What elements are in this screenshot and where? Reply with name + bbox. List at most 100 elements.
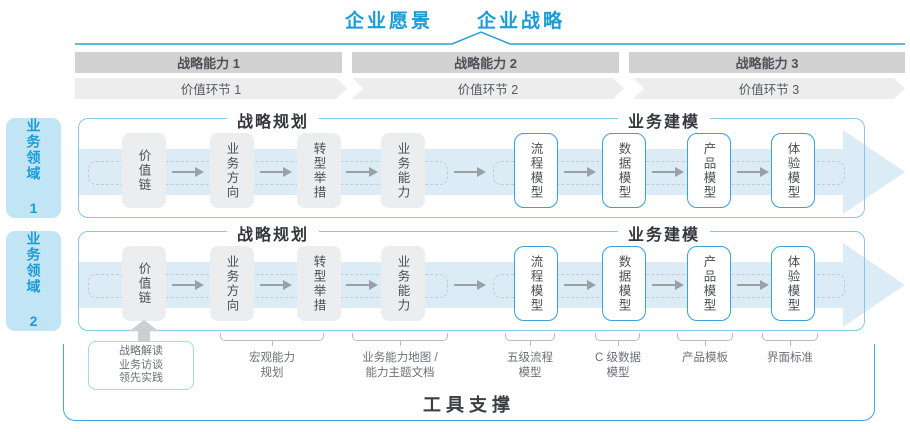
strategic-capability-3-label: 战略能力 3 — [735, 56, 799, 71]
dashed-placeholder-band-modeling — [493, 274, 845, 298]
interface-standard-line: 界面标准 — [767, 352, 813, 364]
product-model-label: 产品模型 — [701, 141, 716, 200]
business-direction-label: 业务方向 — [224, 254, 239, 313]
capability-map-line-2: 能力主题文档 — [365, 367, 435, 379]
brace-product-template — [677, 333, 733, 346]
value-link-3-label: 价值环节 3 — [738, 83, 800, 97]
step-arrow-icon — [564, 280, 596, 290]
lane-border — [78, 118, 865, 218]
value-chain-label: 价值链 — [136, 261, 151, 306]
data-model-label: 数据模型 — [616, 141, 631, 200]
value-chain-box: 价值链 — [122, 246, 166, 321]
data-model-label: 数据模型 — [616, 254, 631, 313]
value-chain-box: 价值链 — [122, 133, 166, 208]
step-arrow-icon — [172, 167, 204, 177]
business-domain-2-card: 业务领域 2 — [6, 231, 61, 331]
brace-capability-map — [352, 333, 448, 346]
value-link-2-label: 价值环节 2 — [457, 83, 519, 97]
process-model-box: 流程模型 — [514, 133, 558, 208]
strategic-capability-bar-2: 战略能力 2 — [352, 52, 619, 73]
value-chain-label: 价值链 — [136, 148, 151, 193]
business-modeling-section-title: 业务建模 — [617, 221, 711, 245]
step-arrow-icon — [737, 167, 769, 177]
value-link-chevron-3: 价值环节 3 — [633, 78, 905, 99]
dashed-placeholder-band-modeling — [493, 161, 845, 185]
business-domain-1-label: 业务领域 1 — [25, 118, 42, 218]
macro-line-2: 规划 — [260, 367, 284, 379]
data-model-box: 数据模型 — [602, 246, 646, 321]
step-arrow-icon — [346, 167, 378, 177]
business-capability-box: 业务能力 — [381, 133, 425, 208]
step-arrow-icon — [172, 280, 204, 290]
experience-model-box: 体验模型 — [771, 246, 815, 321]
step-arrow-icon — [260, 167, 292, 177]
strategic-capability-bar-1: 战略能力 1 — [75, 52, 342, 73]
step-arrow-icon — [737, 280, 769, 290]
business-interview-line: 业务访谈 — [119, 358, 163, 371]
value-link-1-label: 价值环节 1 — [180, 83, 242, 97]
transformation-initiative-label: 转型举措 — [311, 141, 326, 200]
dashed-placeholder-band-planning — [88, 161, 448, 185]
product-model-label: 产品模型 — [701, 254, 716, 313]
brace-interface-standard — [762, 333, 818, 346]
strategy-interpretation-box: 战略解读 业务访谈 领先实践 — [88, 341, 194, 390]
product-model-box: 产品模型 — [687, 133, 731, 208]
strategic-capability-bar-3: 战略能力 3 — [629, 52, 905, 73]
transformation-initiative-box: 转型举措 — [297, 133, 341, 208]
business-direction-box: 业务方向 — [210, 246, 254, 321]
business-domain-2-lane: 战略规划 业务建模 价值链 业务方向 转型举措 业务能力 流程模型 数据模型 产… — [78, 221, 908, 331]
enterprise-vision-title: 企业愿景 — [344, 11, 433, 32]
business-direction-label: 业务方向 — [224, 141, 239, 200]
business-direction-box: 业务方向 — [210, 133, 254, 208]
c-level-data-model-label: C 级数据 模型 — [595, 351, 641, 381]
brace-data-model — [595, 333, 640, 346]
process-model-label: 流程模型 — [528, 141, 543, 200]
step-arrow-icon — [260, 280, 292, 290]
enterprise-strategy-title: 企业战略 — [477, 11, 566, 32]
business-domain-2-label: 业务领域 2 — [25, 231, 42, 331]
capability-map-label: 业务能力地图 / 能力主题文档 — [362, 351, 437, 381]
product-template-label: 产品模板 — [682, 351, 728, 366]
process-model-label: 流程模型 — [528, 254, 543, 313]
step-arrow-icon — [652, 167, 684, 177]
macro-line-1: 宏观能力 — [249, 352, 295, 364]
business-capability-label: 业务能力 — [395, 254, 410, 313]
business-capability-box: 业务能力 — [381, 246, 425, 321]
tool-support-container — [63, 344, 875, 421]
experience-model-box: 体验模型 — [771, 133, 815, 208]
step-arrow-icon — [346, 280, 378, 290]
vision-bracket-line — [75, 31, 905, 45]
leading-practice-line: 领先实践 — [119, 372, 163, 385]
tool-support-title: 工具支撑 — [423, 395, 515, 415]
value-link-chevron-1: 价值环节 1 — [75, 78, 347, 99]
strategic-capability-2-label: 战略能力 2 — [454, 56, 517, 71]
interface-standard-label: 界面标准 — [767, 351, 813, 366]
process-line-2: 模型 — [518, 367, 542, 379]
step-arrow-icon — [454, 280, 486, 290]
data-line-1: C 级数据 — [595, 352, 641, 364]
experience-model-label: 体验模型 — [785, 254, 800, 313]
product-template-line: 产品模板 — [682, 352, 728, 364]
product-model-box: 产品模型 — [687, 246, 731, 321]
process-line-1: 五级流程 — [507, 352, 553, 364]
business-capability-label: 业务能力 — [395, 141, 410, 200]
value-link-chevron-2: 价值环节 2 — [352, 78, 624, 99]
header-titles: 企业愿景 企业战略 — [0, 6, 910, 33]
brace-macro-planning — [220, 333, 324, 346]
data-model-box: 数据模型 — [602, 133, 646, 208]
capability-map-line-1: 业务能力地图 / — [362, 352, 438, 364]
five-level-process-model-label: 五级流程 模型 — [507, 351, 553, 381]
experience-model-label: 体验模型 — [785, 141, 800, 200]
strategic-planning-section-title: 战略规划 — [226, 108, 320, 132]
dashed-placeholder-band-planning — [88, 274, 448, 298]
step-arrow-icon — [454, 167, 486, 177]
business-domain-1-lane: 战略规划 业务建模 价值链 业务方向 转型举措 业务能力 流程模型 数据模型 产… — [78, 108, 908, 218]
business-domain-1-card: 业务领域 1 — [6, 118, 61, 218]
data-line-2: 模型 — [606, 367, 630, 379]
strategic-planning-section-title: 战略规划 — [226, 221, 320, 245]
strategic-capability-1-label: 战略能力 1 — [177, 56, 240, 71]
strategy-interpretation-line: 战略解读 — [119, 345, 163, 358]
transformation-initiative-box: 转型举措 — [297, 246, 341, 321]
business-modeling-section-title: 业务建模 — [617, 108, 711, 132]
